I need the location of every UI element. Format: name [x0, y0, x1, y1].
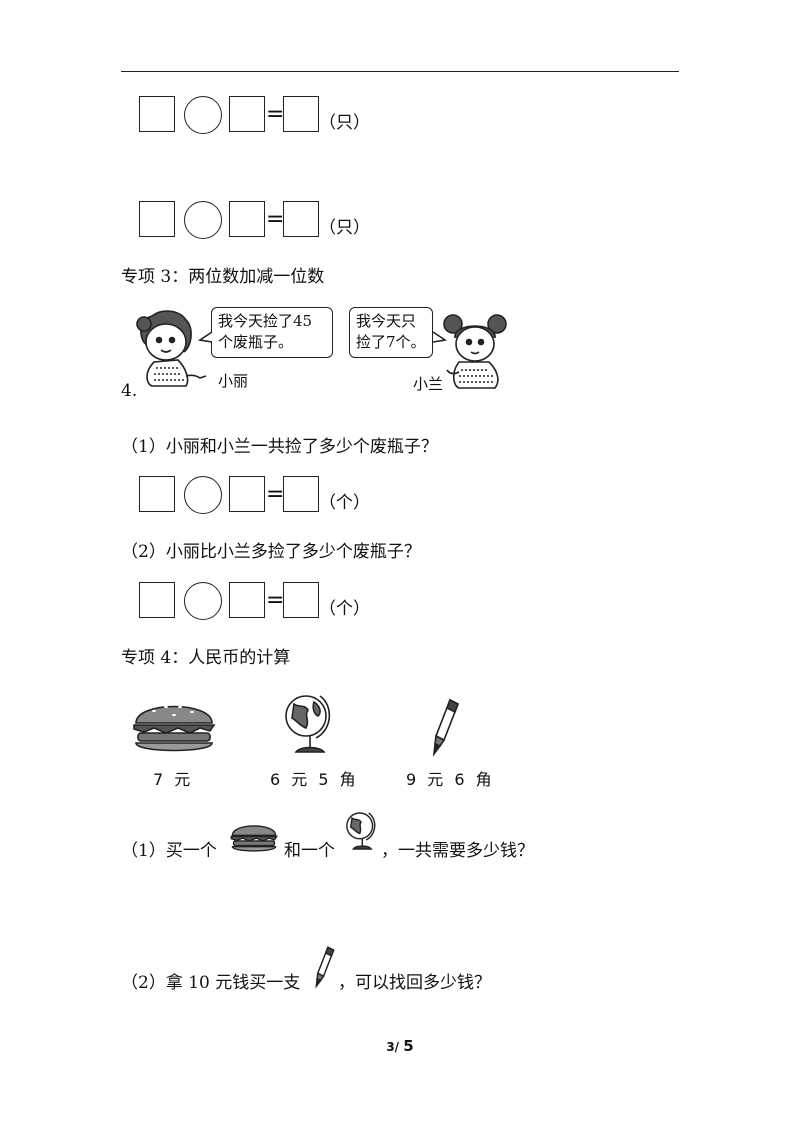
unit-label: （个）: [319, 599, 370, 619]
equation-row-1: = （只）: [139, 96, 399, 136]
name-right: 小兰: [413, 375, 444, 393]
answer-box[interactable]: [283, 582, 319, 618]
question-3-1: （1）小丽和小兰一共捡了多少个废瓶子？: [121, 437, 438, 457]
answer-box[interactable]: [229, 582, 265, 618]
question-4-2-part2: ，可以找回多少钱？: [338, 973, 491, 993]
equals-sign: =: [266, 482, 285, 507]
operator-circle[interactable]: [184, 476, 222, 514]
speech-bubble-right: 我今天只 捡了7个。: [349, 307, 433, 358]
answer-box[interactable]: [139, 96, 175, 132]
hamburger-icon: [230, 825, 279, 852]
answer-box[interactable]: [229, 201, 265, 237]
answer-box[interactable]: [229, 96, 265, 132]
bubble-tail-right: [432, 331, 448, 343]
hamburger-icon: [133, 705, 216, 752]
speech-bubble-left: 我今天捡了45 个废瓶子。: [211, 307, 333, 358]
section-4-title: 专项 4：人民币的计算: [121, 648, 291, 668]
bubble-line: 我今天捡了45: [218, 312, 313, 330]
answer-box[interactable]: [283, 476, 319, 512]
bubble-tail-left: [197, 331, 213, 343]
operator-circle[interactable]: [184, 582, 222, 620]
bubble-line: 捡了7个。: [356, 333, 426, 351]
bubble-line: 个废瓶子。: [218, 333, 294, 351]
price-label-hamburger: 7 元: [153, 770, 194, 789]
equals-sign: =: [266, 588, 285, 613]
question-3-2: （2）小丽比小兰多捡了多少个废瓶子？: [121, 542, 421, 562]
girl-right-illustration: [443, 314, 507, 389]
header-rule: [121, 71, 679, 72]
bubble-line: 我今天只: [356, 312, 417, 330]
name-left: 小丽: [218, 372, 249, 390]
page-total: 5: [403, 1037, 414, 1055]
question-4-1-part1: （1）买一个: [121, 841, 217, 861]
answer-box[interactable]: [139, 476, 175, 512]
price-label-pen: 9 元 6 角: [406, 770, 495, 789]
pen-icon: [432, 698, 460, 757]
operator-circle[interactable]: [184, 201, 222, 239]
equation-row-4: = （个）: [139, 582, 399, 622]
question-4-2-part1: （2）拿 10 元钱买一支: [121, 973, 301, 993]
answer-box[interactable]: [283, 96, 319, 132]
globe-icon: [346, 812, 376, 850]
question-4-1-part3: ，一共需要多少钱？: [381, 841, 534, 861]
answer-box[interactable]: [139, 582, 175, 618]
page-current: 3/: [386, 1040, 400, 1054]
unit-label: （只）: [319, 113, 370, 133]
equals-sign: =: [266, 207, 285, 232]
unit-label: （只）: [319, 218, 370, 238]
page-number: 3/ 5: [0, 1037, 800, 1055]
section-3-title: 专项 3：两位数加减一位数: [121, 267, 325, 287]
unit-label: （个）: [319, 493, 370, 513]
equals-sign: =: [266, 102, 285, 127]
answer-box[interactable]: [283, 201, 319, 237]
answer-box[interactable]: [139, 201, 175, 237]
pen-icon: [315, 946, 335, 989]
operator-circle[interactable]: [184, 96, 222, 134]
problem-number: 4.: [121, 381, 138, 401]
equation-row-3: = （个）: [139, 476, 399, 516]
question-4-1-part2: 和一个: [284, 841, 335, 861]
equation-row-2: = （只）: [139, 201, 399, 241]
globe-icon: [285, 695, 331, 753]
girl-left-illustration: [136, 310, 207, 387]
price-label-globe: 6 元 5 角: [270, 770, 359, 789]
answer-box[interactable]: [229, 476, 265, 512]
